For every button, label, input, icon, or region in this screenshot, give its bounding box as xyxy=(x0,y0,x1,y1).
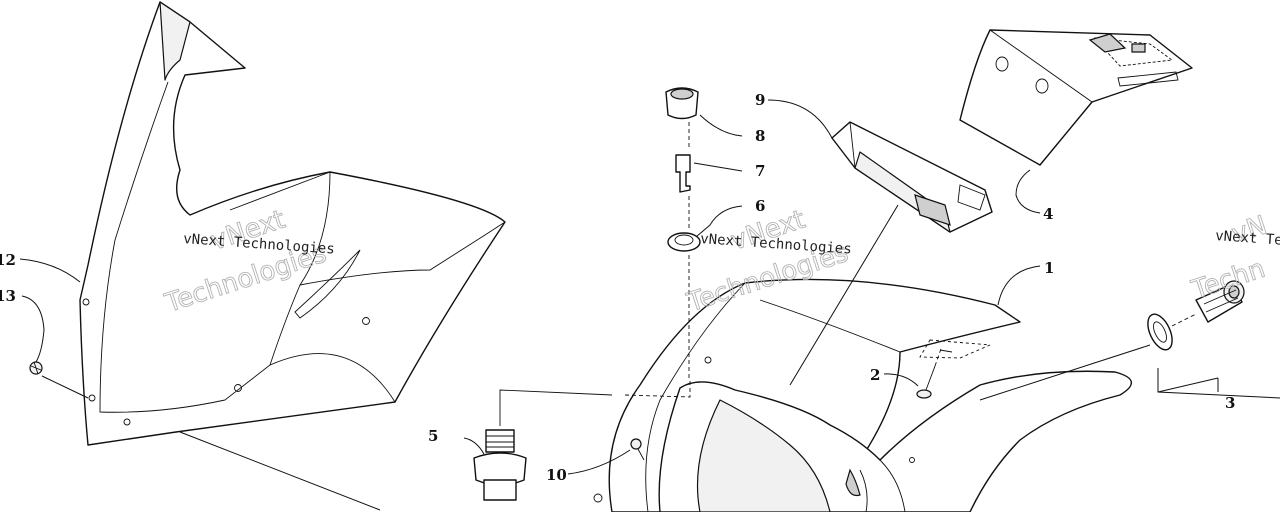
front-fascia xyxy=(624,370,1132,512)
switch-bezel xyxy=(667,232,701,252)
outlet-nut xyxy=(1147,313,1173,351)
outlet-leader-line xyxy=(979,344,1151,401)
watermark-right: vN Techn vNext Te xyxy=(1187,210,1280,306)
ignition-key xyxy=(675,154,691,193)
callout-5: 5 xyxy=(428,427,438,445)
windshield xyxy=(79,1,506,511)
callout-3: 3 xyxy=(1225,394,1235,412)
callout-9: 9 xyxy=(755,91,765,109)
key-cap xyxy=(665,87,699,120)
callout-6: 6 xyxy=(755,197,765,215)
sensor-switch xyxy=(473,389,613,501)
callout-4: 4 xyxy=(1043,205,1053,223)
callout-8: 8 xyxy=(755,127,765,145)
watermark-right-line: vNext Te xyxy=(1215,228,1280,249)
callout-labels: 12 13 1 2 3 4 5 6 7 8 9 10 xyxy=(0,91,1235,484)
screw-13 xyxy=(29,361,43,375)
screw-10 xyxy=(630,438,645,461)
callout-10: 10 xyxy=(546,466,567,484)
callout-12: 12 xyxy=(0,251,16,269)
callout-2: 2 xyxy=(870,366,880,384)
callout-13: 13 xyxy=(0,287,16,305)
control-module xyxy=(789,121,993,386)
rivet-2 xyxy=(916,345,943,399)
callout-1: 1 xyxy=(1044,259,1054,277)
power-outlet xyxy=(1195,280,1245,323)
callout-leaders xyxy=(19,99,1280,475)
storage-box xyxy=(959,29,1193,166)
assembly-axis-outlet xyxy=(1171,313,1197,327)
callout-7: 7 xyxy=(755,162,765,180)
